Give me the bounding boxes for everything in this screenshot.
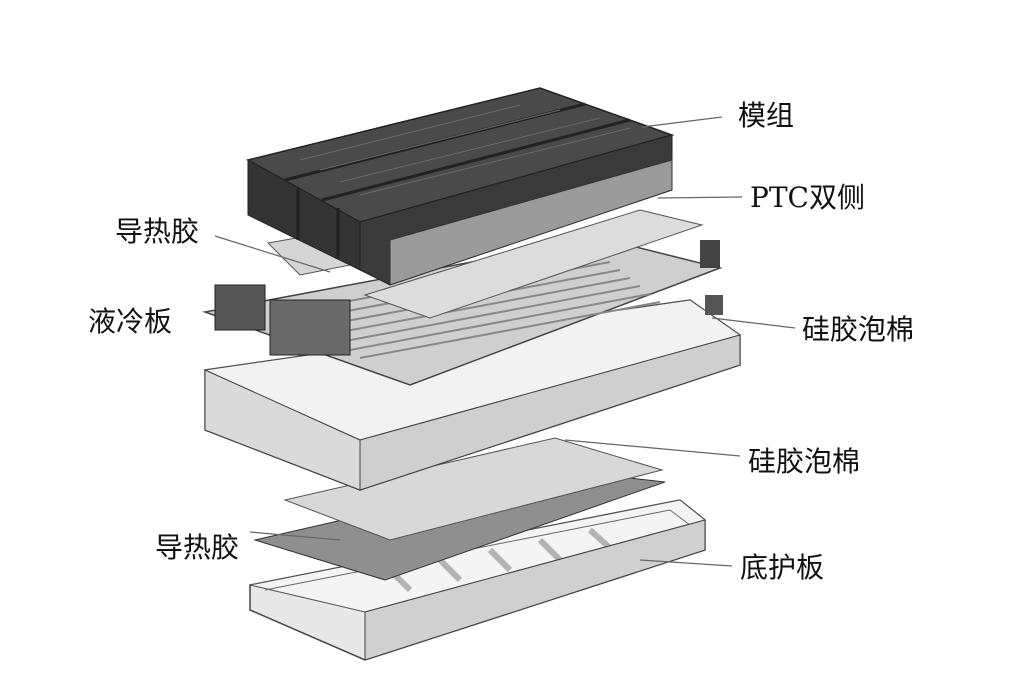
label-ptc: PTC双侧 [750,181,865,214]
upper-tray-frame [203,299,742,491]
label-foam-lower: 硅胶泡棉 [748,445,861,478]
label-cold-plate: 液冷板 [88,305,173,338]
ptc-sheet [363,209,704,319]
battery-modules [245,87,675,286]
liquid-cold-plate [202,237,723,386]
label-foam-upper: 硅胶泡棉 [802,313,915,346]
label-bottom-guard: 底护板 [740,551,825,584]
silicone-foam-lower-sheet [283,437,664,541]
label-thermal-glue-bottom: 导热胶 [155,531,240,564]
bottom-guard-plate [249,499,707,661]
leader-lines [214,116,796,567]
label-thermal-glue-top: 导热胶 [115,215,200,248]
label-module: 模组 [738,99,795,132]
